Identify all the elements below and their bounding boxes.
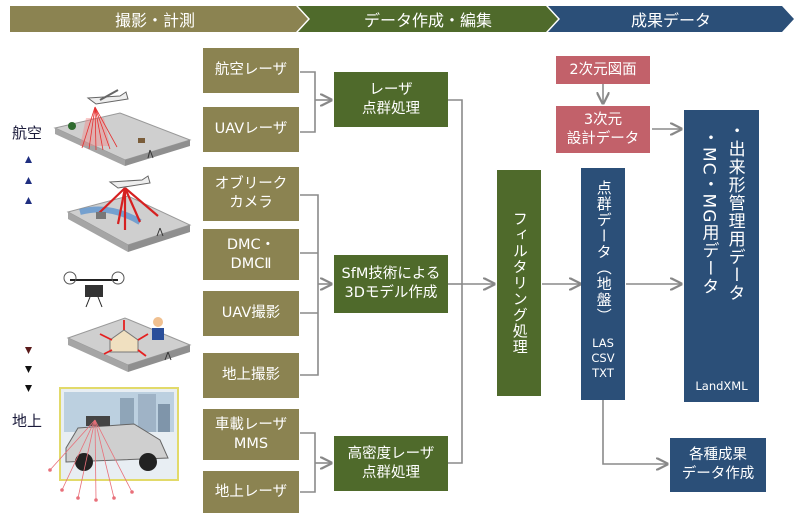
ground-label: 地上 [12, 412, 43, 430]
survey-illustrations [48, 89, 192, 502]
header-banner [10, 6, 794, 32]
source-ground-laser: 地上レーザ [203, 471, 299, 513]
phase1-chevron [10, 6, 308, 32]
process-filtering: フィルタリング処理 [497, 170, 541, 396]
source-uav-photo: UAV撮影 [203, 291, 299, 336]
triangle-down-icon [25, 366, 32, 373]
source-label: 車載レーザ [214, 416, 288, 433]
phase2-chevron [298, 6, 558, 32]
output-label: 設計データ [566, 130, 640, 147]
phase3-chevron [548, 6, 794, 32]
connector [300, 71, 316, 133]
source-label: DMC・ [226, 236, 276, 253]
mms-vehicle-scene [48, 387, 179, 502]
connector [300, 194, 319, 376]
source-ground-photo: 地上撮影 [203, 353, 299, 398]
filtering-label: フィルタリング処理 [510, 211, 529, 355]
triangle-down-icon [25, 385, 32, 392]
output-label: データ作成 [681, 466, 755, 482]
landxml-label: LandXML [695, 379, 748, 394]
aerial-laser-scene [53, 89, 192, 166]
connector [602, 400, 667, 464]
triangle-down-icon [25, 347, 32, 354]
phase2-label: データ作成・編集 [363, 11, 492, 30]
output-label: 各種成果 [689, 447, 747, 464]
completion-label: ・MC・MG用データ [698, 128, 719, 296]
output-completion-data: ・出来形管理用データ ・MC・MG用データ LandXML [684, 110, 759, 402]
triangle-up-icon [25, 197, 32, 204]
process-label: SfM技術による [341, 266, 441, 283]
oblique-camera-scene [66, 175, 192, 252]
process-high-density-laser: 高密度レーザ 点群処理 [334, 436, 448, 491]
source-label: 航空レーザ [214, 62, 288, 79]
uav-scene [63, 271, 192, 372]
output-2d-drawing: 2次元図面 [556, 56, 650, 84]
output-pointcloud-ground: 点群データ（地盤） LAS CSV TXT [581, 168, 625, 400]
format-label: LAS [592, 336, 614, 350]
source-label: UAV撮影 [221, 305, 281, 322]
gradient-markers [25, 156, 32, 392]
drone-icon [63, 271, 125, 308]
source-label: 地上レーザ [214, 483, 288, 500]
air-label: 航空 [12, 124, 43, 142]
output-label: 3次元 [583, 111, 623, 128]
source-label: 地上撮影 [222, 367, 280, 384]
source-label: UAVレーザ [214, 121, 288, 138]
triangle-up-icon [25, 156, 32, 163]
source-oblique-camera: オブリーク カメラ [203, 167, 299, 221]
source-airborne-laser: 航空レーザ [203, 48, 299, 93]
output-label: 2次元図面 [569, 61, 637, 78]
source-uav-laser: UAVレーザ [203, 107, 299, 152]
phase3-label: 成果データ [630, 11, 711, 30]
format-label: CSV [591, 350, 615, 365]
pointcloud-label: 点群データ（地盤） [594, 180, 613, 324]
output-3d-design-data: 3次元 設計データ [556, 106, 650, 153]
process-label: レーザ [369, 81, 413, 98]
completion-label: ・出来形管理用データ [724, 122, 745, 302]
source-label: カメラ [229, 195, 273, 211]
process-label: 3Dモデル作成 [344, 285, 438, 301]
format-label: TXT [592, 365, 614, 380]
phase1-label: 撮影・計測 [114, 11, 195, 30]
process-label: 点群処理 [362, 464, 420, 481]
source-mms: 車載レーザ MMS [203, 409, 299, 460]
process-label: 高密度レーザ [347, 445, 435, 462]
source-label: オブリーク [214, 176, 288, 193]
process-label: 点群処理 [362, 100, 420, 117]
tree-icon [68, 122, 76, 130]
source-label: MMS [233, 435, 269, 452]
process-laser-pointcloud: レーザ 点群処理 [334, 72, 448, 127]
person-icon [152, 317, 164, 340]
source-dmc: DMC・ DMCⅡ [203, 229, 299, 280]
output-misc-data: 各種成果 データ作成 [670, 438, 766, 492]
connector [448, 99, 463, 464]
source-label: DMCⅡ [230, 255, 272, 272]
connector [300, 432, 316, 493]
triangle-up-icon [25, 177, 32, 184]
completion-text: ・出来形管理用データ ・MC・MG用データ [697, 122, 745, 302]
process-sfm-3d-model: SfM技術による 3Dモデル作成 [334, 255, 448, 313]
